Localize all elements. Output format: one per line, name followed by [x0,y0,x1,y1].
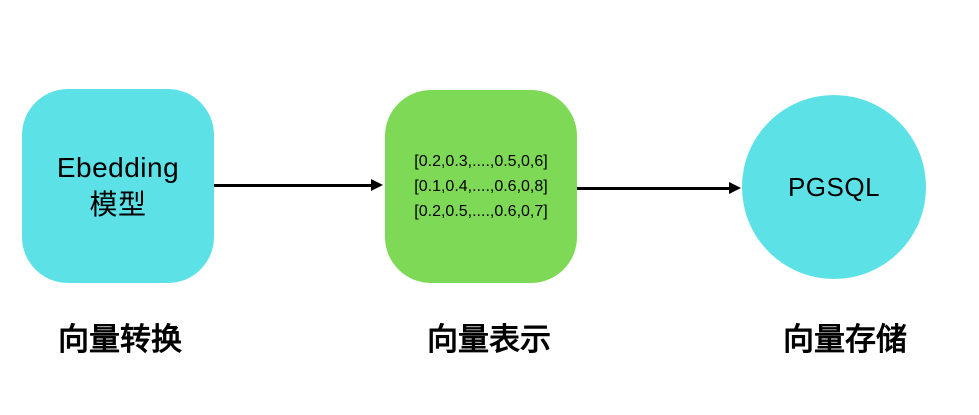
arrow-right-connector-2 [577,181,741,195]
vector-row-2: [0.1,0.4,....,0.6,0,8] [414,178,548,195]
arrow-head-icon [729,182,741,194]
arrow-line [214,184,372,187]
vector-row-1: [0.2,0.3,....,0.5,0,6] [414,153,548,170]
pgsql-title: PGSQL [787,171,881,202]
arrow-head-icon [371,179,383,191]
node-vector-representation: [0.2,0.3,....,0.5,0,6] [0.1,0.4,....,0.6… [385,90,577,283]
caption-vector-storage: 向量存储 [783,322,907,357]
arrow-line [577,187,730,190]
embedding-model-title-line2: 模型 [89,189,147,220]
embedding-model-title: Ebedding 模型 [57,149,179,223]
arrow-right-connector-1 [214,178,383,192]
embedding-model-title-line1: Ebedding [56,152,180,183]
node-pgsql-storage: PGSQL [742,95,926,279]
node-embedding-model: Ebedding 模型 [22,89,214,283]
vector-row-3: [0.2,0.5,....,0.6,0,7] [414,203,548,220]
vector-values-block: [0.2,0.3,....,0.5,0,6] [0.1,0.4,....,0.6… [414,149,547,224]
caption-vector-conversion: 向量转换 [58,322,182,357]
caption-vector-representation: 向量表示 [427,322,551,357]
